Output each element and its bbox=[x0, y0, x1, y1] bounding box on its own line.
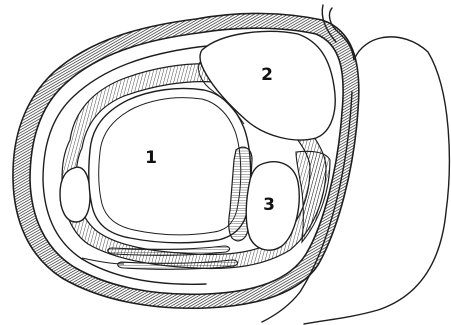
left-oval-structure bbox=[60, 167, 90, 222]
label-region-1: 1 bbox=[145, 148, 157, 168]
label-region-2: 2 bbox=[261, 65, 273, 85]
region-1 bbox=[89, 88, 251, 242]
label-region-3: 3 bbox=[263, 195, 275, 215]
